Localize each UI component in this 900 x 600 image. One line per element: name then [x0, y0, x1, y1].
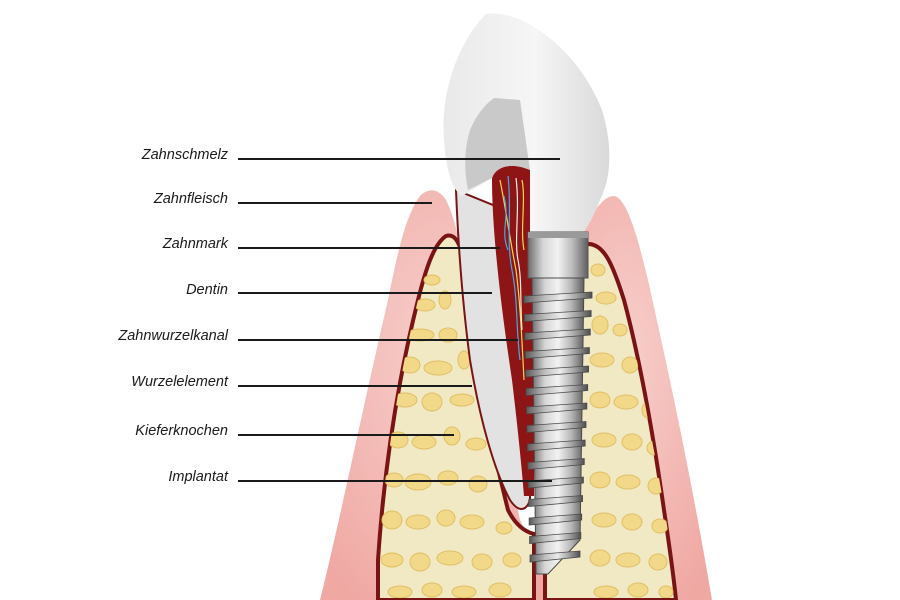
- implant-thread: [527, 458, 585, 470]
- implant-thread: [523, 291, 593, 304]
- pulp-nerves: [499, 175, 525, 381]
- implant-thread: [528, 513, 583, 526]
- implant-thread: [527, 476, 584, 489]
- label-dentin: Dentin: [186, 282, 228, 298]
- label-gum: Zahnfleisch: [153, 191, 228, 207]
- implant-thread: [529, 550, 581, 563]
- label-root-element: Wurzelelement: [131, 374, 228, 390]
- implant-thread: [529, 532, 582, 544]
- implant-thread: [524, 310, 592, 322]
- label-implant: Implantat: [168, 469, 228, 485]
- crown-dentin: [465, 98, 530, 190]
- implant-thread: [528, 495, 583, 507]
- implant-thread: [524, 347, 590, 359]
- label-enamel: Zahnschmelz: [141, 147, 228, 163]
- implant-thread: [526, 421, 587, 433]
- pointer-lines: [238, 158, 560, 482]
- label-root-canal: Zahnwurzelkanal: [118, 328, 228, 344]
- implant-thread: [526, 402, 588, 415]
- implant-thread: [527, 439, 586, 452]
- label-jaw-bone: Kieferknochen: [135, 423, 228, 439]
- implant-thread: [525, 384, 589, 396]
- implant-threads: [523, 291, 593, 563]
- implant-abutment: [527, 231, 589, 279]
- implant-thread: [525, 365, 589, 378]
- implant-thread: [524, 328, 591, 341]
- label-pulp: Zahnmark: [162, 236, 228, 252]
